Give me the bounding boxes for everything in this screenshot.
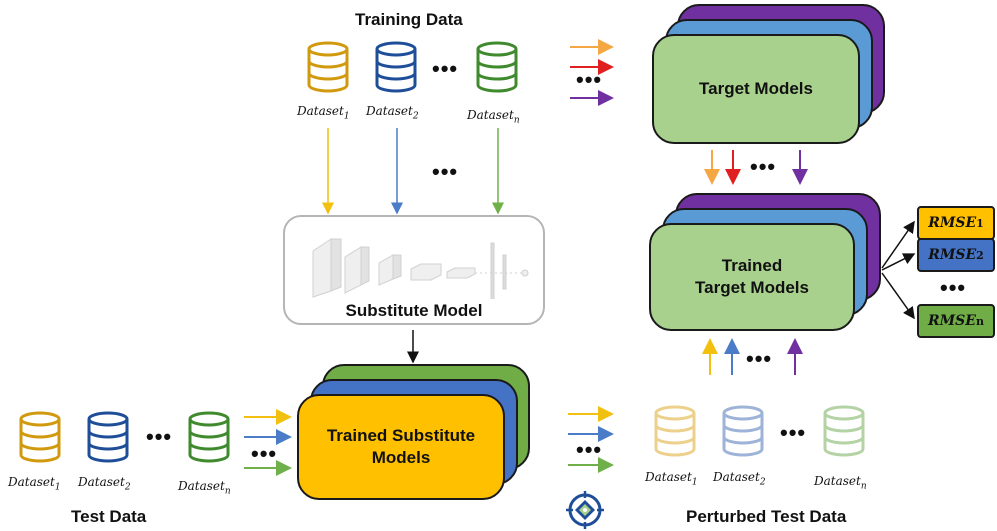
substitute-model-label: Substitute Model: [345, 301, 483, 320]
label-train-dataset-n: Datasetn: [467, 108, 520, 126]
ellipsis-test-datasets: •••: [146, 424, 173, 449]
ellipsis-train-arrows: •••: [576, 67, 603, 92]
label-perturbed-dataset-n: Datasetn: [814, 474, 867, 492]
arrow-rmse-1: [881, 220, 915, 269]
ellipsis-perturbed-datasets: •••: [780, 420, 807, 445]
attack-target-icon: [566, 491, 604, 529]
target-models-card: Target Models: [652, 34, 860, 144]
ellipsis-train-datasets: •••: [432, 56, 459, 81]
database-icon-perturbed-n: [823, 405, 865, 457]
neural-network-icon: [312, 238, 529, 299]
ellipsis-perturb-arrows: •••: [576, 437, 603, 462]
database-icon-train-n: [476, 41, 518, 93]
trained-target-label-line2: Target Models: [695, 278, 809, 297]
ellipsis-rmse: •••: [940, 275, 967, 300]
database-icon-test-n: [188, 411, 230, 463]
test-data-title: Test Data: [71, 507, 147, 526]
trained-substitute-label-line2: Models: [371, 448, 431, 467]
label-train-dataset-2: Dataset2: [366, 104, 419, 122]
label-test-dataset-n: Datasetn: [178, 479, 231, 497]
database-icon-train-2: [375, 41, 417, 93]
database-icon-perturbed-1: [654, 405, 696, 457]
database-icon-test-2: [87, 411, 129, 463]
substitute-model-box: Substitute Model: [283, 215, 545, 325]
ellipsis-middle: •••: [432, 159, 459, 184]
label-test-dataset-2: Dataset2: [78, 475, 131, 493]
training-data-title: Training Data: [355, 10, 463, 29]
database-icon-perturbed-2: [722, 405, 764, 457]
label-perturbed-dataset-2: Dataset2: [713, 470, 766, 488]
ellipsis-test-arrows: •••: [251, 441, 278, 466]
arrow-rmse-n: [881, 272, 915, 320]
ellipsis-target-arrows: •••: [750, 154, 777, 179]
label-train-dataset-1: Dataset1: [297, 104, 350, 122]
database-icon-test-1: [19, 411, 61, 463]
ellipsis-perturbed-arrows: •••: [746, 346, 773, 371]
trained-target-label-line1: Trained: [721, 256, 783, 275]
trained-substitute-label-line1: Trained Substitute: [326, 426, 476, 445]
perturbed-test-data-title: Perturbed Test Data: [686, 507, 847, 526]
trained-substitute-card: Trained Substitute Models: [297, 394, 505, 500]
trained-target-card: Trained Target Models: [649, 223, 855, 331]
arrow-rmse-2: [881, 253, 916, 271]
target-models-label: Target Models: [699, 79, 813, 98]
label-test-dataset-1: Dataset1: [8, 475, 61, 493]
label-perturbed-dataset-1: Dataset1: [645, 470, 698, 488]
database-icon-train-1: [307, 41, 349, 93]
